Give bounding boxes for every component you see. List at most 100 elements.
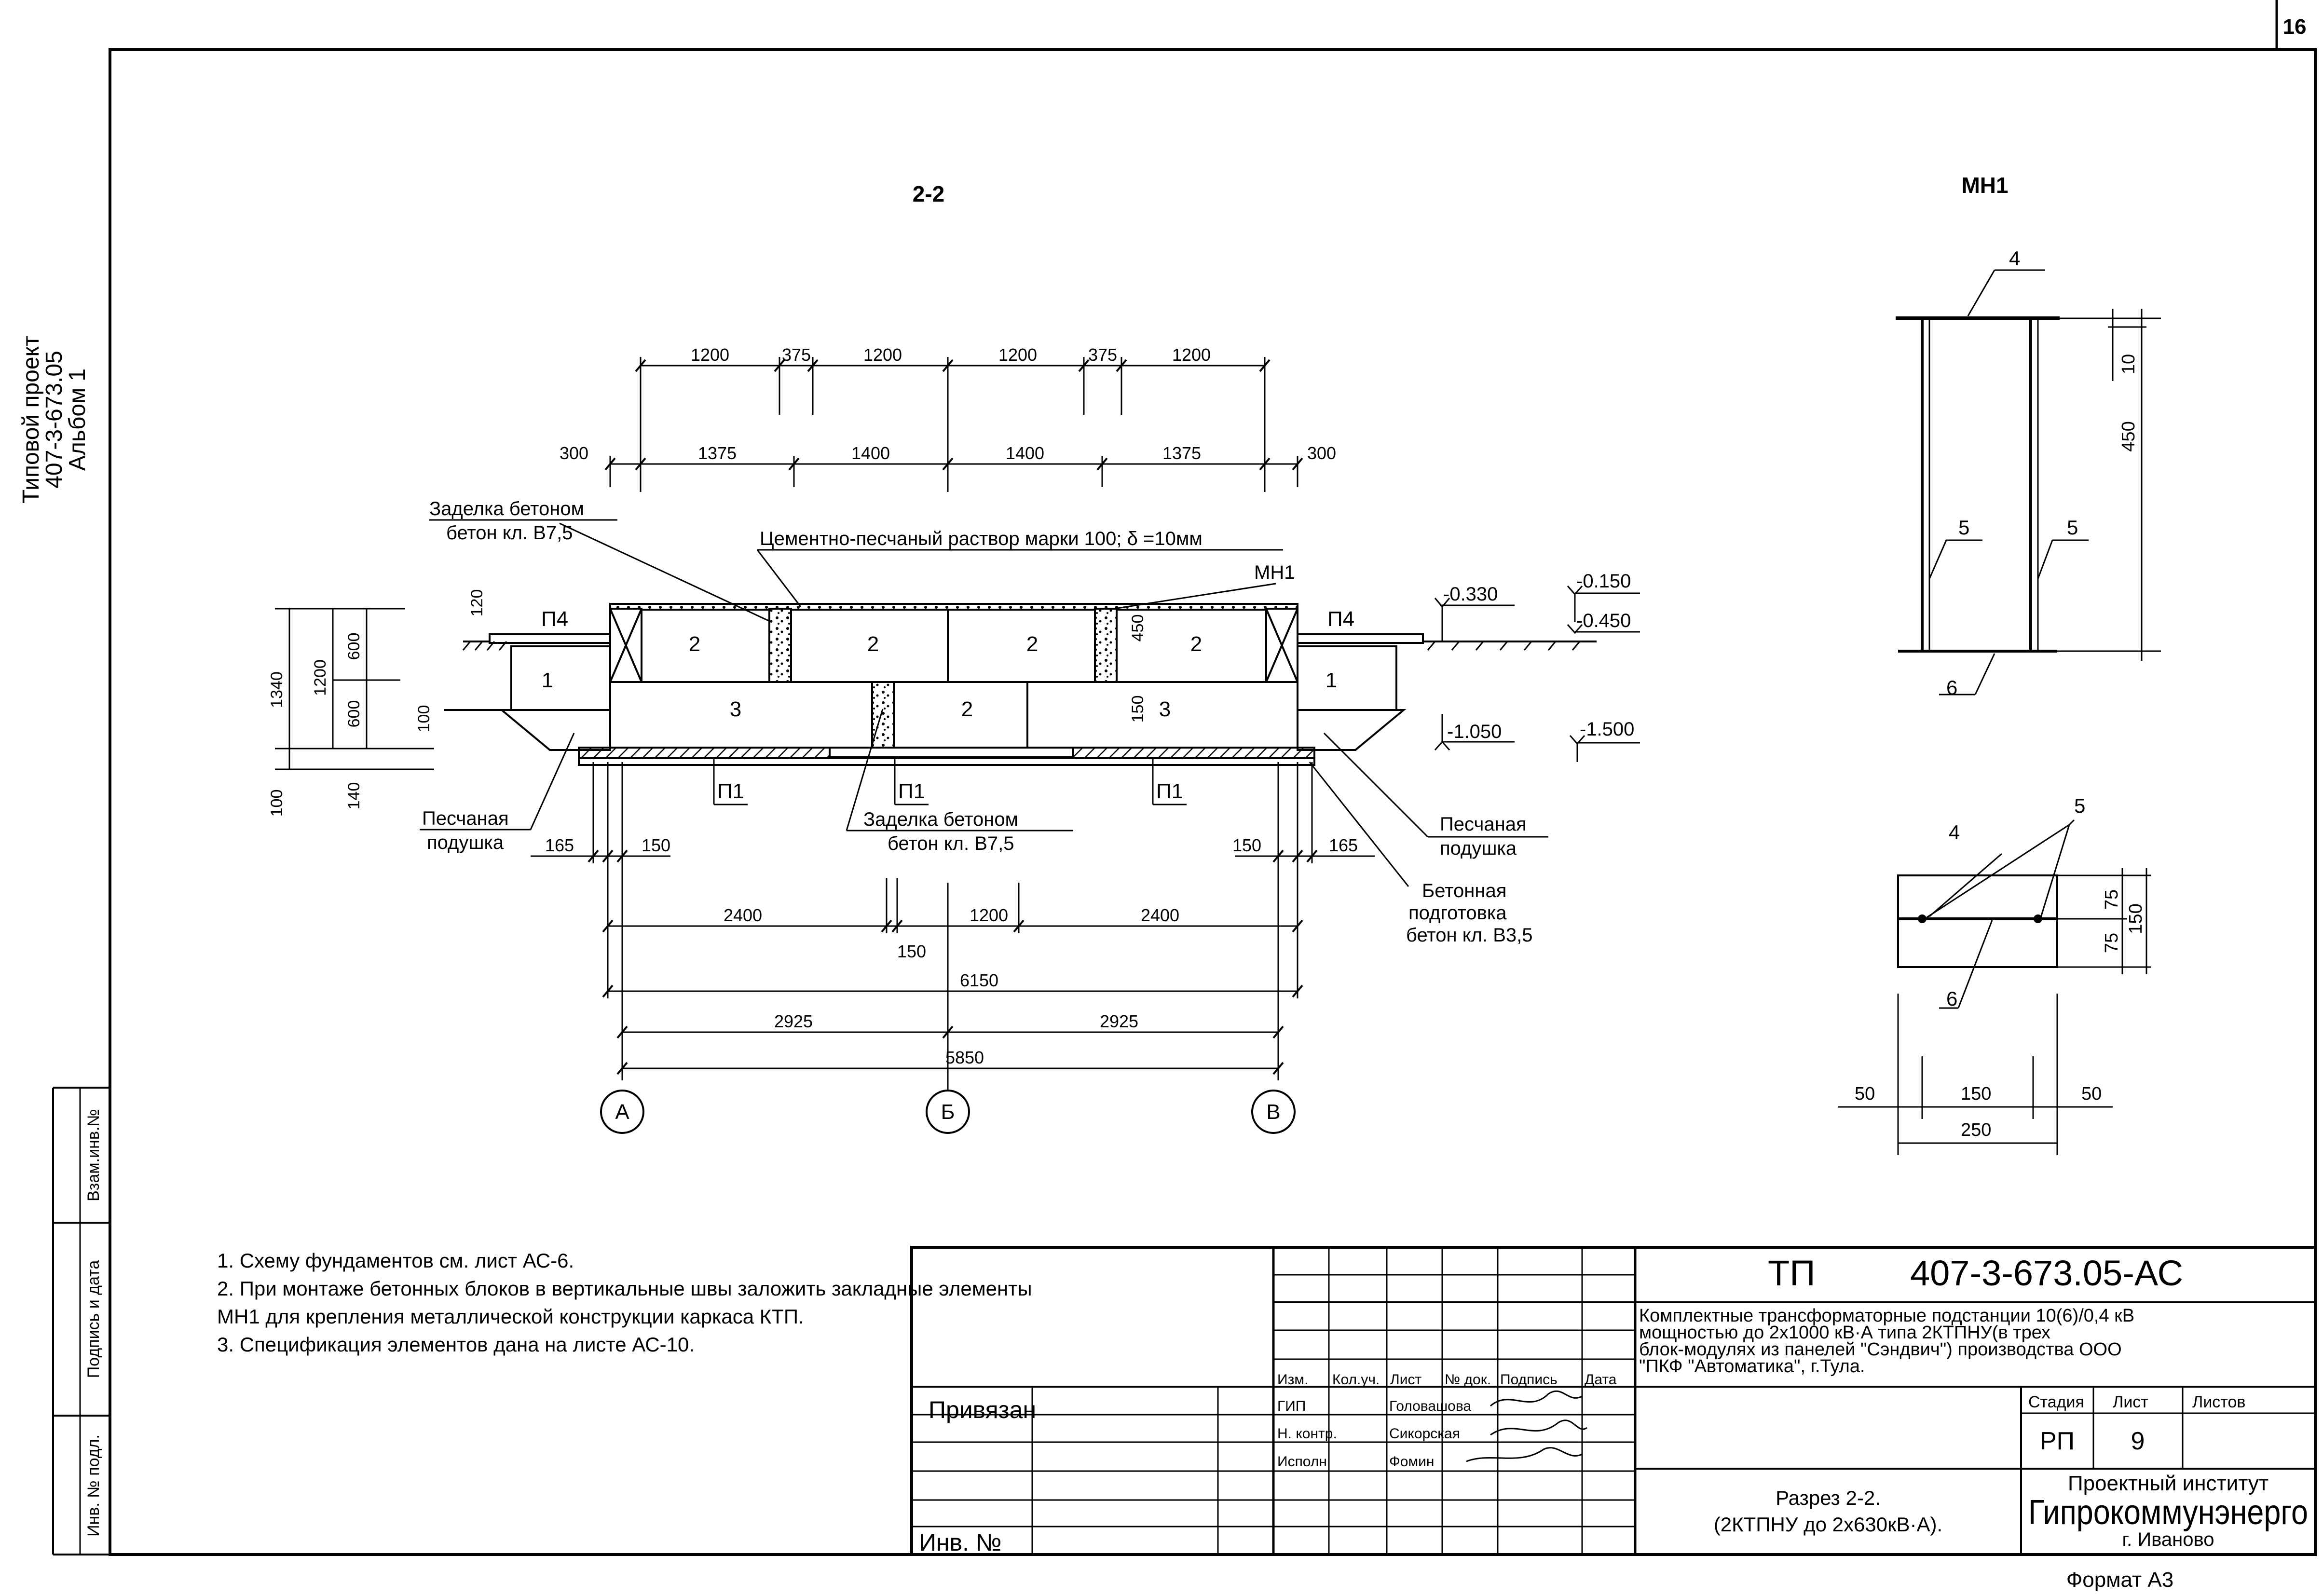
label-sand-left-1: Песчаная bbox=[422, 808, 509, 829]
dim-bottom-6150: 6150 bbox=[960, 970, 998, 990]
tb-desc-3: блок-модулях из панелей "Сэндвич") произ… bbox=[1639, 1339, 2122, 1360]
tb-role-gip: ГИП bbox=[1277, 1398, 1306, 1414]
dim-left-1340: 1340 bbox=[268, 671, 286, 708]
tb-header-izm: Изм. bbox=[1277, 1372, 1308, 1388]
dim-mid-4: 1400 bbox=[1006, 443, 1044, 463]
dim-inner-150: 150 bbox=[1129, 696, 1147, 723]
block-3-left: 3 bbox=[730, 697, 741, 721]
level-marks bbox=[1434, 586, 1640, 762]
label-sand-left-2: подушка bbox=[427, 832, 504, 853]
label-mortar: Цементно-песчаный раствор марки 100; δ =… bbox=[760, 528, 1202, 549]
slab-p4-left: П4 bbox=[541, 607, 568, 631]
section-title: 2-2 bbox=[913, 181, 944, 206]
annotation-texts: Заделка бетоном бетон кл. В7,5 Цементно-… bbox=[422, 498, 1533, 946]
detail-part-4: 4 bbox=[2009, 247, 2020, 270]
block-1-right: 1 bbox=[1325, 668, 1337, 692]
tb-desc-1: Комплектные трансформаторные подстанции … bbox=[1639, 1306, 2134, 1326]
bottom-dimension-lines bbox=[531, 762, 1375, 1114]
dim-bottom-2925b: 2925 bbox=[1100, 1011, 1138, 1031]
dim-mid-6: 300 bbox=[1307, 443, 1336, 463]
tb-header-podpis: Подпись bbox=[1500, 1372, 1558, 1388]
detail-part-6: 6 bbox=[1946, 676, 1957, 699]
annotation-leaders bbox=[420, 519, 1548, 887]
dim-bottom-165a: 165 bbox=[545, 835, 574, 855]
tb-privyazan: Привязан bbox=[929, 1396, 1036, 1423]
side-project-label: Типовой проект 407-3-673.05 Альбом 1 bbox=[18, 336, 90, 504]
stamp-podpis: Подпись и дата bbox=[84, 1260, 103, 1378]
slab-p1-b: П1 bbox=[898, 779, 925, 803]
dim-inner-450: 450 bbox=[1129, 614, 1147, 642]
left-dimension-lines bbox=[275, 608, 434, 770]
top-dimension-lines bbox=[604, 357, 1303, 492]
detail-dims: 10 450 75 75 150 50 150 50 250 bbox=[1855, 354, 2146, 1140]
top-dimension-values: 1200 375 1200 1200 375 1200 300 1375 140… bbox=[560, 345, 1336, 463]
block-2-c: 2 bbox=[1026, 632, 1038, 656]
level-5: -1.500 bbox=[1580, 719, 1634, 740]
dim-left-140: 140 bbox=[345, 782, 363, 810]
dim-bottom-150c: 150 bbox=[897, 941, 926, 961]
label-prep-1: Бетонная bbox=[1422, 880, 1506, 901]
label-prep-2: подготовка bbox=[1408, 902, 1507, 924]
dim-mid-5: 1375 bbox=[1162, 443, 1201, 463]
dim-bottom-2925a: 2925 bbox=[774, 1011, 813, 1031]
slab-p4-right: П4 bbox=[1327, 607, 1354, 631]
tb-desc-4: "ПКФ "Автоматика", г.Тула. bbox=[1639, 1356, 1865, 1377]
axis-label-a: А bbox=[615, 1100, 629, 1124]
tb-code-prefix: ТП bbox=[1768, 1253, 1815, 1293]
detail-dim-50b: 50 bbox=[2081, 1084, 2102, 1104]
left-dimension-values: 1340 1200 600 600 120 100 100 140 450 15… bbox=[268, 589, 1147, 817]
tb-format: Формат А3 bbox=[2066, 1568, 2173, 1592]
detail-labels: 4 5 5 6 4 5 6 bbox=[1946, 247, 2085, 1010]
dim-bottom-2400a: 2400 bbox=[724, 905, 762, 925]
axis-markers bbox=[600, 1090, 1296, 1134]
side-project-line3: Альбом 1 bbox=[65, 368, 90, 471]
detail-title: МН1 bbox=[1961, 173, 2008, 198]
tb-sheet-header: Лист bbox=[2113, 1393, 2148, 1411]
tb-org-3: г. Иваново bbox=[2122, 1529, 2214, 1550]
detail-dim-75a: 75 bbox=[2102, 889, 2122, 910]
tb-role-nkontr: Н. контр. bbox=[1277, 1426, 1337, 1442]
tb-header-ndok: № док. bbox=[1445, 1372, 1491, 1388]
tb-name-nkontr: Сикорская bbox=[1389, 1426, 1460, 1442]
block-1-left: 1 bbox=[542, 668, 553, 692]
detail-dim-150: 150 bbox=[2126, 903, 2146, 934]
tb-header-list: Лист bbox=[1390, 1372, 1421, 1388]
label-prep-3: бетон кл. В3,5 bbox=[1406, 925, 1533, 946]
ground-hatch bbox=[462, 641, 1581, 651]
tb-org-1: Проектный институт bbox=[2068, 1472, 2268, 1495]
dim-left-100b: 100 bbox=[268, 790, 286, 817]
axis-marker-b bbox=[926, 1090, 970, 1134]
tb-inv-no: Инв. № bbox=[919, 1529, 1002, 1556]
dim-top-3: 1200 bbox=[863, 345, 902, 365]
tb-drawing-title-1: Разрез 2-2. bbox=[1776, 1487, 1881, 1509]
slab-p1-a: П1 bbox=[717, 779, 744, 803]
axis-marker-a bbox=[600, 1090, 644, 1134]
level-4: -1.050 bbox=[1447, 721, 1502, 742]
detail-part-5a: 5 bbox=[1958, 516, 1969, 539]
tb-name-ispoln: Фомин bbox=[1389, 1454, 1434, 1470]
detail-plan-part-4: 4 bbox=[1949, 821, 1960, 844]
dim-bottom-150a: 150 bbox=[642, 835, 670, 855]
block-2-d: 2 bbox=[1190, 632, 1202, 656]
axis-label-v: В bbox=[1266, 1100, 1280, 1124]
tb-stage-value: РП bbox=[2040, 1427, 2075, 1455]
level-1: -0.330 bbox=[1443, 584, 1498, 605]
dim-left-100: 100 bbox=[415, 705, 433, 733]
block-labels: 1 1 2 2 2 2 2 3 3 П4 П4 П1 П1 П1 bbox=[541, 607, 1354, 803]
detail-dim-50a: 50 bbox=[1855, 1084, 1875, 1104]
dim-left-600b: 600 bbox=[345, 700, 363, 728]
dim-bottom-1200: 1200 bbox=[970, 905, 1008, 925]
tb-code: 407-3-673.05-АС bbox=[1910, 1253, 2183, 1293]
side-project-line1: Типовой проект bbox=[18, 336, 44, 504]
margin-stamp-labels: Взам.инв.№ Подпись и дата Инв. № подл. bbox=[84, 1109, 103, 1537]
label-fill-concrete-1b: бетон кл. В7,5 bbox=[446, 522, 573, 544]
title-block-grid bbox=[910, 1246, 2317, 1556]
dim-bottom-5850: 5850 bbox=[945, 1048, 984, 1067]
dim-mid-1: 300 bbox=[560, 443, 588, 463]
slab-leaders bbox=[713, 758, 1187, 805]
dim-mid-2: 1375 bbox=[698, 443, 737, 463]
axis-labels: А Б В bbox=[615, 1100, 1280, 1124]
detail-dim-150-bottom: 150 bbox=[1961, 1084, 1991, 1104]
detail-elevation bbox=[1896, 269, 2161, 696]
dim-bottom-150b: 150 bbox=[1232, 835, 1261, 855]
